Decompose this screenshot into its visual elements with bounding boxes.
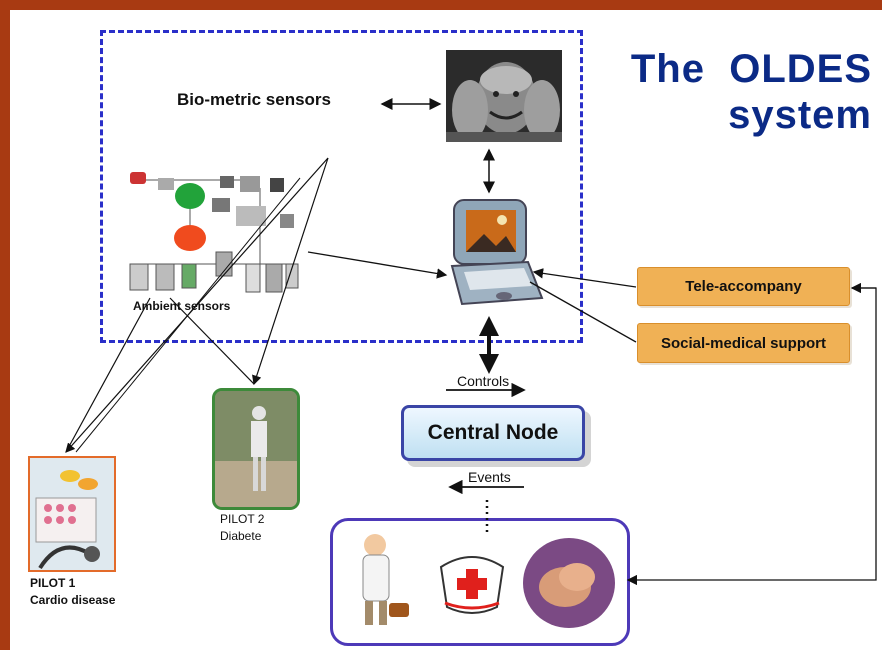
pilot1-label: PILOT 1 Cardio disease	[30, 576, 116, 607]
laptop-icon	[448, 196, 544, 306]
ambient-sensors-label: Ambient sensors	[133, 299, 231, 313]
central-node-box[interactable]: Central Node	[401, 405, 585, 461]
system-title: The OLDES system	[630, 47, 872, 137]
elderly-walking-photo	[212, 388, 300, 510]
frame-top-border	[0, 0, 882, 10]
frame-left-border	[0, 0, 10, 650]
home-environment-boundary	[100, 30, 583, 343]
care-services-box	[330, 518, 630, 646]
events-label: Events	[468, 469, 511, 485]
pills-stethoscope-photo	[28, 456, 116, 572]
doctor-icon	[349, 531, 419, 635]
tele-accompany-box[interactable]: Tele-accompany	[637, 267, 850, 306]
pilot2-label: PILOT 2 Diabete	[220, 512, 265, 543]
social-medical-support-box[interactable]: Social-medical support	[637, 323, 850, 363]
elderly-man-photo	[446, 50, 562, 142]
caring-hands-photo	[521, 537, 617, 629]
first-aid-kit-icon	[437, 547, 507, 619]
sensor-network-icon	[120, 168, 300, 300]
controls-label: Controls	[457, 373, 510, 389]
biometric-sensors-label: Bio-metric sensors	[177, 90, 331, 109]
